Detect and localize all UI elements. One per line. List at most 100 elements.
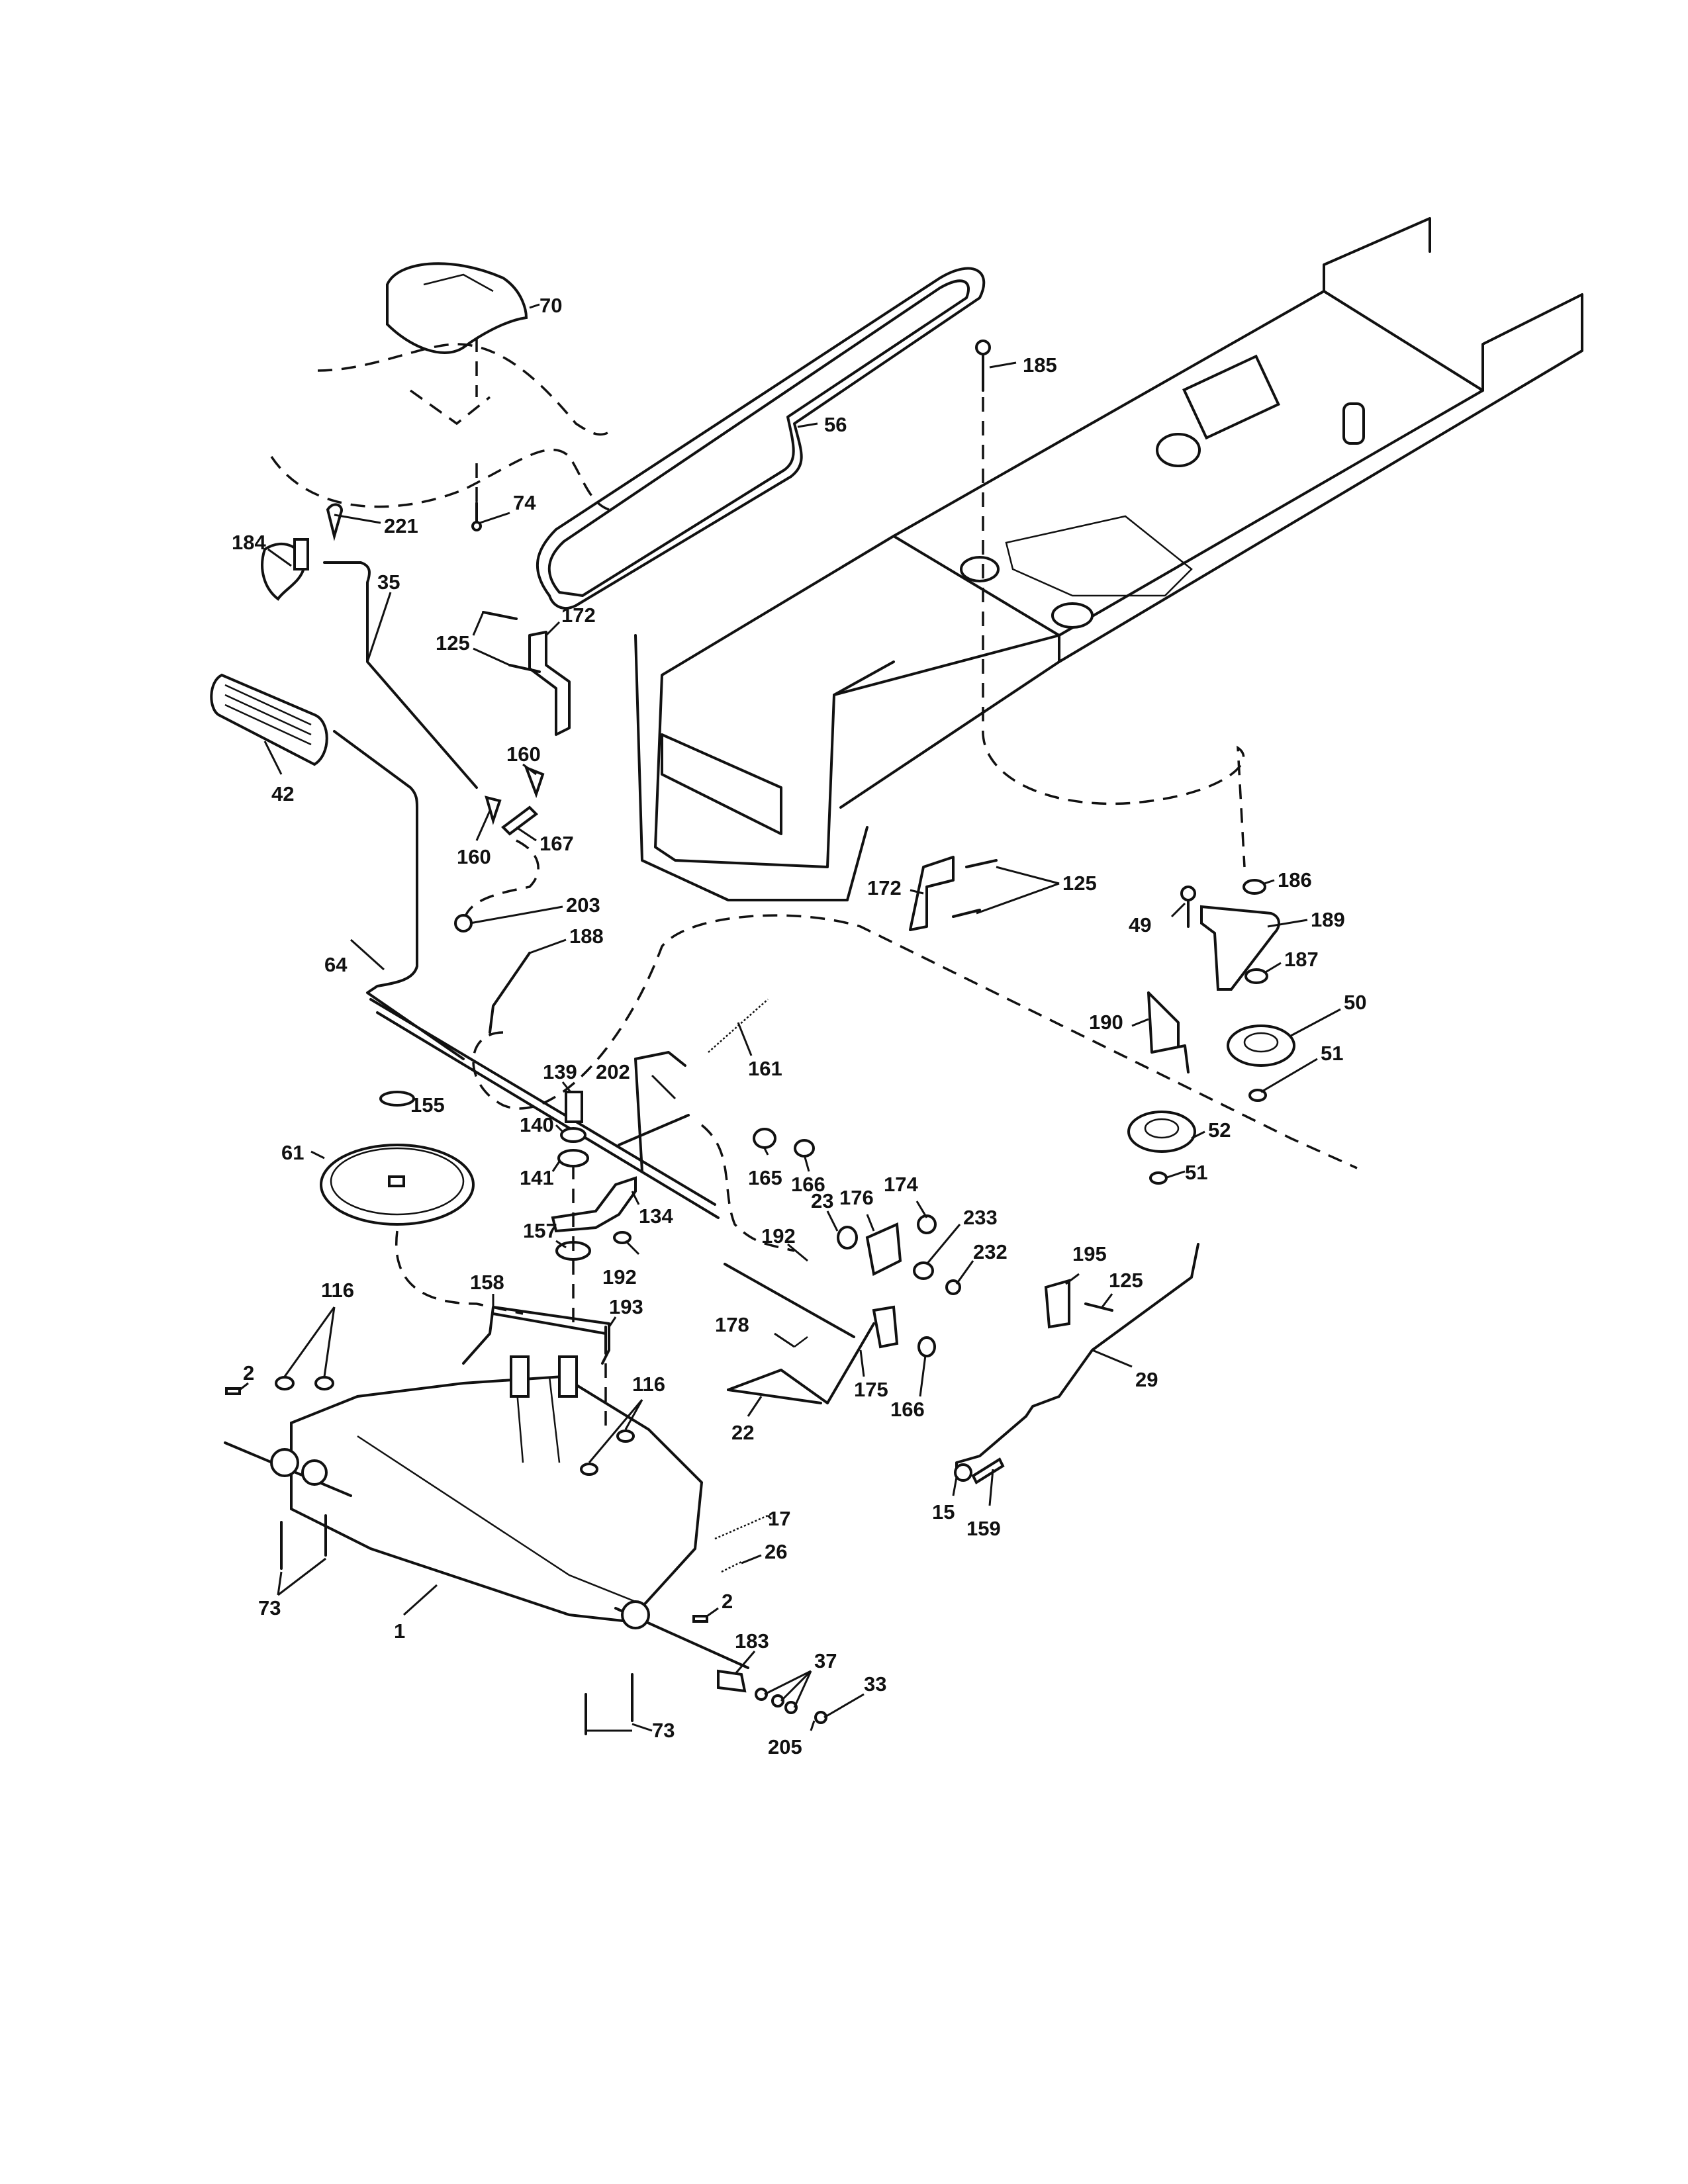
part-label-158[interactable]: 158 [470, 1271, 504, 1294]
pedal-pad-42 [210, 673, 328, 766]
knob-184 [261, 538, 309, 601]
part-label-42[interactable]: 42 [271, 782, 294, 805]
part-label-56[interactable]: 56 [824, 413, 847, 436]
part-label-176[interactable]: 176 [839, 1186, 874, 1209]
linkage-dash [462, 839, 1358, 1169]
part-label-140[interactable]: 140 [520, 1113, 554, 1136]
part-label-160-top[interactable]: 160 [506, 743, 541, 766]
part-label-52[interactable]: 52 [1208, 1118, 1231, 1142]
part-label-73-left[interactable]: 73 [258, 1596, 281, 1619]
idler-bracket-189 [1200, 905, 1280, 991]
idler-pulley-52 [1127, 1111, 1196, 1153]
part-label-155[interactable]: 155 [410, 1093, 445, 1116]
fender-outline [270, 338, 613, 516]
part-label-2-right[interactable]: 2 [722, 1590, 733, 1613]
part-label-159[interactable]: 159 [966, 1517, 1001, 1540]
part-label-15[interactable]: 15 [932, 1500, 955, 1524]
part-label-49[interactable]: 49 [1129, 913, 1151, 936]
part-label-183[interactable]: 183 [735, 1629, 769, 1653]
dash-cover [386, 262, 528, 354]
part-label-125-lower[interactable]: 125 [1062, 872, 1097, 895]
part-label-125-upper[interactable]: 125 [436, 631, 470, 655]
part-label-167[interactable]: 167 [539, 832, 574, 855]
part-label-1[interactable]: 1 [394, 1619, 405, 1643]
part-label-232[interactable]: 232 [973, 1240, 1008, 1263]
part-label-134[interactable]: 134 [639, 1205, 673, 1228]
part-label-161[interactable]: 161 [748, 1057, 782, 1080]
part-label-50[interactable]: 50 [1344, 991, 1366, 1014]
part-label-178[interactable]: 178 [715, 1313, 749, 1336]
part-label-35[interactable]: 35 [377, 570, 400, 594]
rod-35 [323, 561, 478, 789]
part-label-202[interactable]: 202 [596, 1060, 630, 1083]
part-label-64[interactable]: 64 [324, 953, 348, 976]
belt-guide-190 [1147, 991, 1190, 1073]
part-label-73-right[interactable]: 73 [652, 1719, 675, 1742]
bolts-125-lower [952, 859, 998, 918]
clip-221 [326, 503, 343, 541]
part-label-188[interactable]: 188 [569, 925, 604, 948]
bracket-172-lower [909, 856, 955, 931]
part-label-205[interactable]: 205 [768, 1735, 802, 1758]
part-label-195[interactable]: 195 [1072, 1242, 1107, 1265]
part-label-192-lower[interactable]: 192 [602, 1265, 637, 1289]
part-label-186[interactable]: 186 [1278, 868, 1312, 891]
part-label-160-bottom[interactable]: 160 [457, 845, 491, 868]
part-label-165[interactable]: 165 [748, 1166, 782, 1189]
part-label-23[interactable]: 23 [811, 1189, 833, 1212]
part-label-37[interactable]: 37 [814, 1649, 837, 1672]
washer-203 [454, 914, 473, 933]
part-label-172-lower[interactable]: 172 [867, 876, 902, 899]
part-label-187[interactable]: 187 [1284, 948, 1319, 971]
brake-linkage [724, 1214, 961, 1404]
part-label-184[interactable]: 184 [232, 531, 266, 554]
part-label-233[interactable]: 233 [963, 1206, 998, 1229]
carriage-bolt [975, 340, 1246, 868]
nuts-116 [275, 1376, 635, 1476]
belt-keeper-158 [462, 1306, 610, 1365]
part-label-172-upper[interactable]: 172 [561, 604, 596, 627]
hairpin-clips [485, 765, 545, 836]
part-label-26[interactable]: 26 [765, 1540, 787, 1563]
part-label-116-right[interactable]: 116 [632, 1373, 665, 1396]
part-label-17[interactable]: 17 [768, 1507, 790, 1530]
part-label-174[interactable]: 174 [884, 1173, 918, 1196]
bushing-165 [753, 1128, 776, 1149]
part-label-157[interactable]: 157 [523, 1219, 557, 1242]
part-label-166-lower[interactable]: 166 [890, 1398, 925, 1421]
part-label-141[interactable]: 141 [520, 1166, 554, 1189]
rod-202 [618, 1114, 795, 1252]
part-label-22[interactable]: 22 [731, 1421, 754, 1444]
part-label-70[interactable]: 70 [539, 294, 562, 317]
part-label-192-upper[interactable]: 192 [761, 1224, 796, 1248]
bolts-73 [280, 1514, 633, 1735]
bolt-49 [1180, 886, 1196, 928]
part-label-51-upper[interactable]: 51 [1321, 1042, 1343, 1065]
part-label-2-left[interactable]: 2 [243, 1361, 254, 1385]
part-label-33[interactable]: 33 [864, 1672, 886, 1696]
part-label-189[interactable]: 189 [1311, 908, 1345, 931]
pedal-shaft-64 [333, 730, 720, 1219]
part-label-166-upper[interactable]: 166 [791, 1173, 825, 1196]
part-label-175[interactable]: 175 [854, 1378, 888, 1401]
part-label-29[interactable]: 29 [1135, 1368, 1158, 1391]
bracket-195 [1044, 1279, 1113, 1329]
washer-187 [1244, 968, 1268, 984]
bolts-125-upper [482, 611, 541, 673]
brake-pedal-bracket [634, 1051, 686, 1173]
part-label-193[interactable]: 193 [609, 1295, 643, 1318]
part-label-203[interactable]: 203 [566, 893, 600, 917]
part-label-51-lower[interactable]: 51 [1185, 1161, 1207, 1184]
part-label-221[interactable]: 221 [384, 514, 418, 537]
part-label-125-right[interactable]: 125 [1109, 1269, 1143, 1292]
part-label-74[interactable]: 74 [513, 491, 536, 514]
part-label-61[interactable]: 61 [281, 1141, 304, 1164]
drive-belt [536, 267, 986, 610]
part-label-185[interactable]: 185 [1023, 353, 1057, 377]
part-label-190[interactable]: 190 [1089, 1011, 1123, 1034]
shift-rod-29 [954, 1243, 1199, 1484]
part-label-116-left[interactable]: 116 [321, 1279, 354, 1302]
part-label-139[interactable]: 139 [543, 1060, 577, 1083]
bushing-186 [1243, 879, 1266, 895]
